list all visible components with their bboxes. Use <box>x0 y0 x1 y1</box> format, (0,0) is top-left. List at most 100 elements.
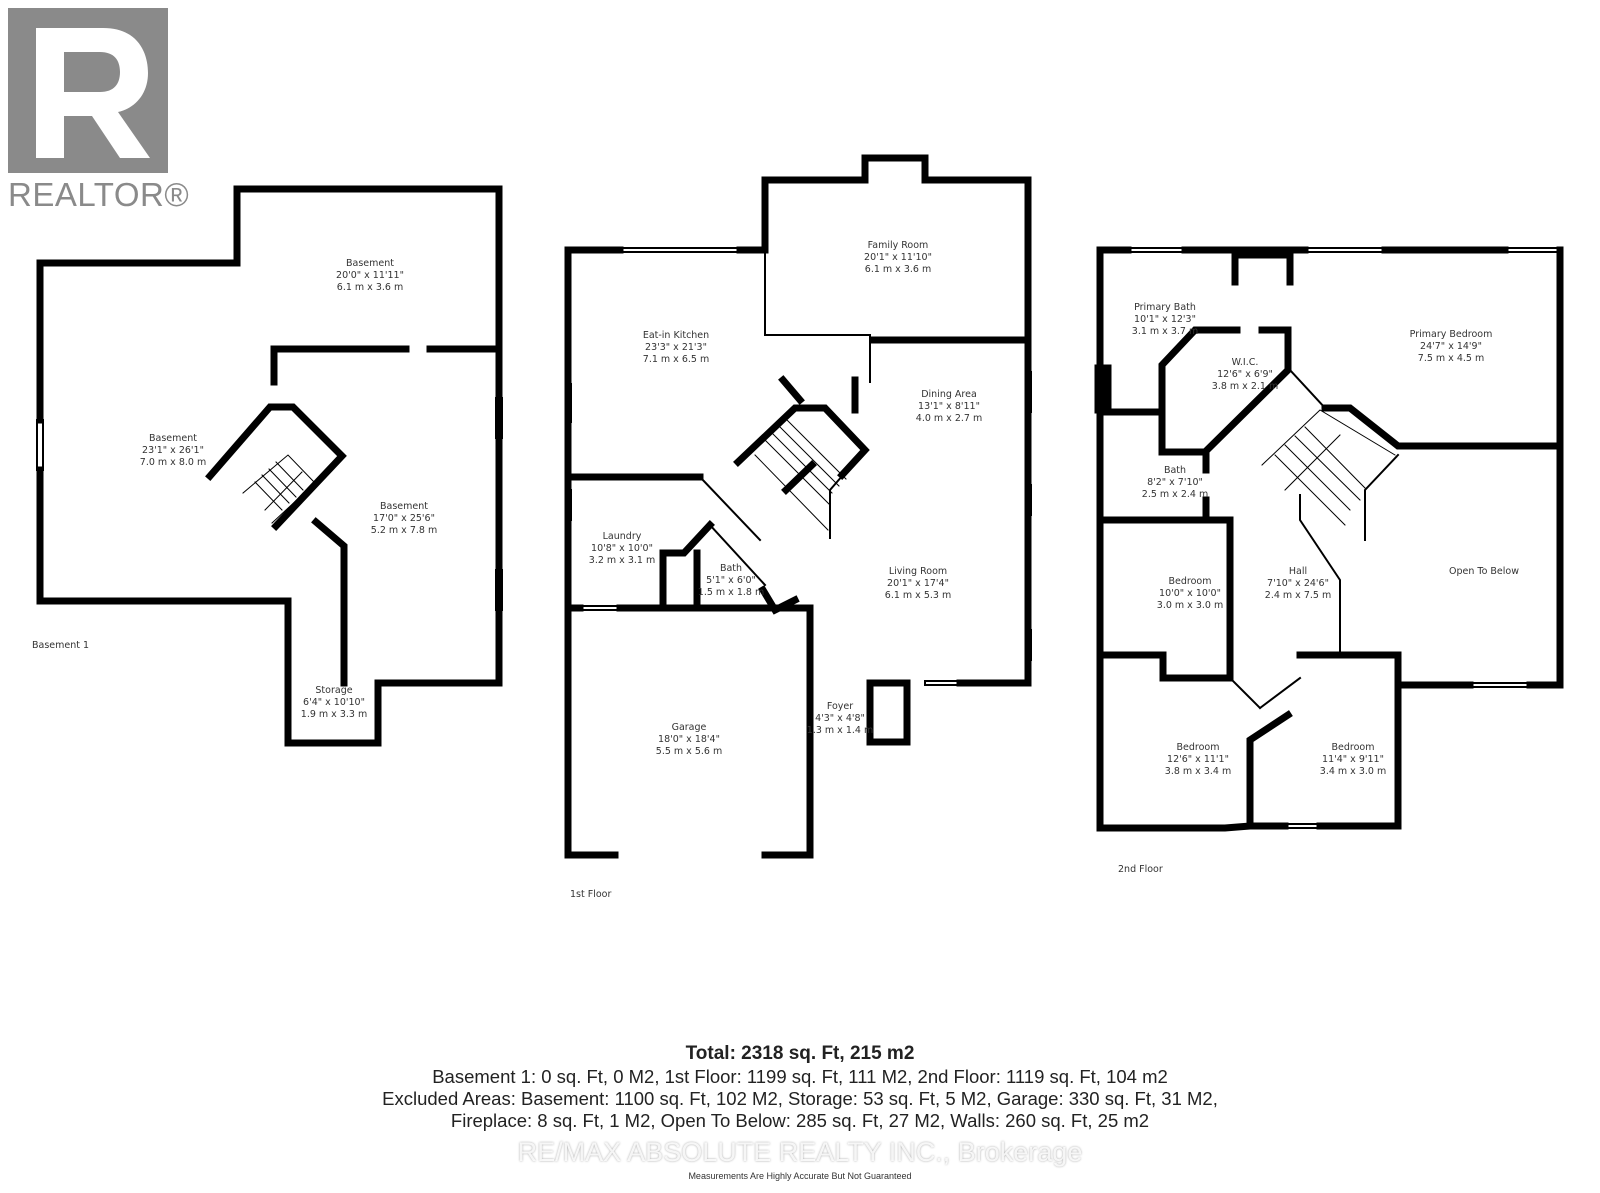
room-name: Laundry <box>602 531 642 542</box>
area-summary: Total: 2318 sq. Ft, 215 m2 Basement 1: 0… <box>0 1042 1600 1132</box>
second-floor-thin-walls <box>1097 247 1561 831</box>
room-name: Garage <box>671 722 707 733</box>
room-dimensions-metric: 5.5 m x 5.6 m <box>655 746 723 757</box>
floor-label-basement: Basement 1 <box>32 640 90 651</box>
realtor-logo-icon <box>8 8 168 173</box>
room-dimensions-imperial: 12'6" x 11'1" <box>1167 754 1229 765</box>
room-name: Open To Below <box>1449 566 1519 577</box>
room-dimensions-imperial: 4'3" x 4'8" <box>815 713 865 724</box>
room-dimensions-imperial: 20'0" x 11'11" <box>336 270 404 281</box>
room-dimensions-metric: 7.0 m x 8.0 m <box>139 457 207 468</box>
room-dimensions-imperial: 12'6" x 6'9" <box>1217 369 1273 380</box>
room-dimensions-imperial: 7'10" x 24'6" <box>1267 578 1329 589</box>
room-dimensions-metric: 6.1 m x 3.6 m <box>864 264 932 275</box>
basement-stairs-icon <box>242 454 316 524</box>
measurement-disclaimer: Measurements Are Highly Accurate But Not… <box>688 1171 912 1181</box>
room-dimensions-metric: 1.3 m x 1.4 m <box>806 725 874 736</box>
room-dimensions-metric: 3.8 m x 3.4 m <box>1164 766 1232 777</box>
room-dimensions-imperial: 13'1" x 8'11" <box>918 401 980 412</box>
room-dimensions-metric: 1.5 m x 1.8 m <box>697 587 765 598</box>
area-other: Fireplace: 8 sq. Ft, 1 M2, Open To Below… <box>450 1110 1150 1131</box>
room-dimensions-metric: 4.0 m x 2.7 m <box>915 413 983 424</box>
room-dimensions-metric: 2.5 m x 2.4 m <box>1141 489 1209 500</box>
room-dimensions-imperial: 20'1" x 11'10" <box>864 252 932 263</box>
room-name: Dining Area <box>921 389 977 400</box>
room-name: Basement <box>380 501 428 512</box>
room-dimensions-imperial: 20'1" x 17'4" <box>887 578 949 589</box>
room-dimensions-imperial: 6'4" x 10'10" <box>303 697 365 708</box>
room-name: Foyer <box>826 701 854 712</box>
room-dimensions-imperial: 11'4" x 9'11" <box>1322 754 1384 765</box>
room-dimensions-imperial: 24'7" x 14'9" <box>1420 341 1482 352</box>
room-dimensions-metric: 3.4 m x 3.0 m <box>1319 766 1387 777</box>
room-name: Bath <box>719 563 743 574</box>
room-dimensions-metric: 3.8 m x 2.1 m <box>1211 381 1279 392</box>
room-dimensions-metric: 6.1 m x 5.3 m <box>884 590 952 601</box>
room-name: Bedroom <box>1331 742 1375 753</box>
room-name: Hall <box>1288 566 1308 577</box>
room-dimensions-imperial: 23'3" x 21'3" <box>645 342 707 353</box>
room-dimensions-metric: 3.2 m x 3.1 m <box>588 555 656 566</box>
room-dimensions-metric: 3.1 m x 3.7 m <box>1131 326 1199 337</box>
basement-walls <box>36 185 503 747</box>
area-total: Total: 2318 sq. Ft, 215 m2 <box>685 1043 915 1064</box>
room-dimensions-metric: 1.9 m x 3.3 m <box>300 709 368 720</box>
room-name: W.I.C. <box>1231 357 1259 368</box>
room-dimensions-imperial: 10'1" x 12'3" <box>1134 314 1196 325</box>
room-name: Basement <box>346 258 394 269</box>
second-floor-walls <box>1094 246 1564 832</box>
realtor-logo-text: REALTOR® <box>8 176 190 213</box>
room-dimensions-imperial: 23'1" x 26'1" <box>142 445 204 456</box>
room-name: Living Room <box>888 566 948 577</box>
room-name: Family Room <box>867 240 929 251</box>
room-dimensions-imperial: 5'1" x 6'0" <box>706 575 756 586</box>
floor-label-first-floor: 1st Floor <box>570 889 612 900</box>
room-name: Bedroom <box>1176 742 1220 753</box>
room-dimensions-imperial: 10'8" x 10'0" <box>591 543 653 554</box>
first-floor-stairs-icon <box>754 418 847 531</box>
room-dimensions-imperial: 17'0" x 25'6" <box>373 513 435 524</box>
basement-windows <box>36 397 503 611</box>
room-dimensions-metric: 3.0 m x 3.0 m <box>1156 600 1224 611</box>
area-floors: Basement 1: 0 sq. Ft, 0 M2, 1st Floor: 1… <box>432 1066 1168 1087</box>
second-floor-stairs-icon <box>1261 409 1396 526</box>
first-floor-walls <box>564 154 1032 859</box>
room-name: Primary Bedroom <box>1409 329 1493 340</box>
floor-label-second-floor: 2nd Floor <box>1118 864 1163 875</box>
room-dimensions-imperial: 10'0" x 10'0" <box>1159 588 1221 599</box>
room-label-wic: W.I.C.12'6" x 6'9"3.8 m x 2.1 m <box>1212 357 1278 393</box>
area-excluded: Excluded Areas: Basement: 1100 sq. Ft, 1… <box>382 1088 1218 1109</box>
room-dimensions-metric: 6.1 m x 3.6 m <box>336 282 404 293</box>
room-dimensions-imperial: 18'0" x 18'4" <box>658 734 720 745</box>
room-dimensions-metric: 2.4 m x 7.5 m <box>1264 590 1332 601</box>
room-dimensions-metric: 7.1 m x 6.5 m <box>642 354 710 365</box>
room-name: Bath <box>1163 465 1187 476</box>
room-name: Eat-in Kitchen <box>642 330 710 341</box>
room-name: Storage <box>315 685 353 696</box>
room-dimensions-metric: 7.5 m x 4.5 m <box>1417 353 1485 364</box>
room-name: Basement <box>149 433 197 444</box>
room-name: Primary Bath <box>1134 302 1196 313</box>
room-name: Bedroom <box>1168 576 1212 587</box>
brokerage-watermark: RE/MAX ABSOLUTE REALTY INC., Brokerage <box>517 1137 1083 1167</box>
room-label-open-to-below: Open To Below <box>1449 566 1519 578</box>
